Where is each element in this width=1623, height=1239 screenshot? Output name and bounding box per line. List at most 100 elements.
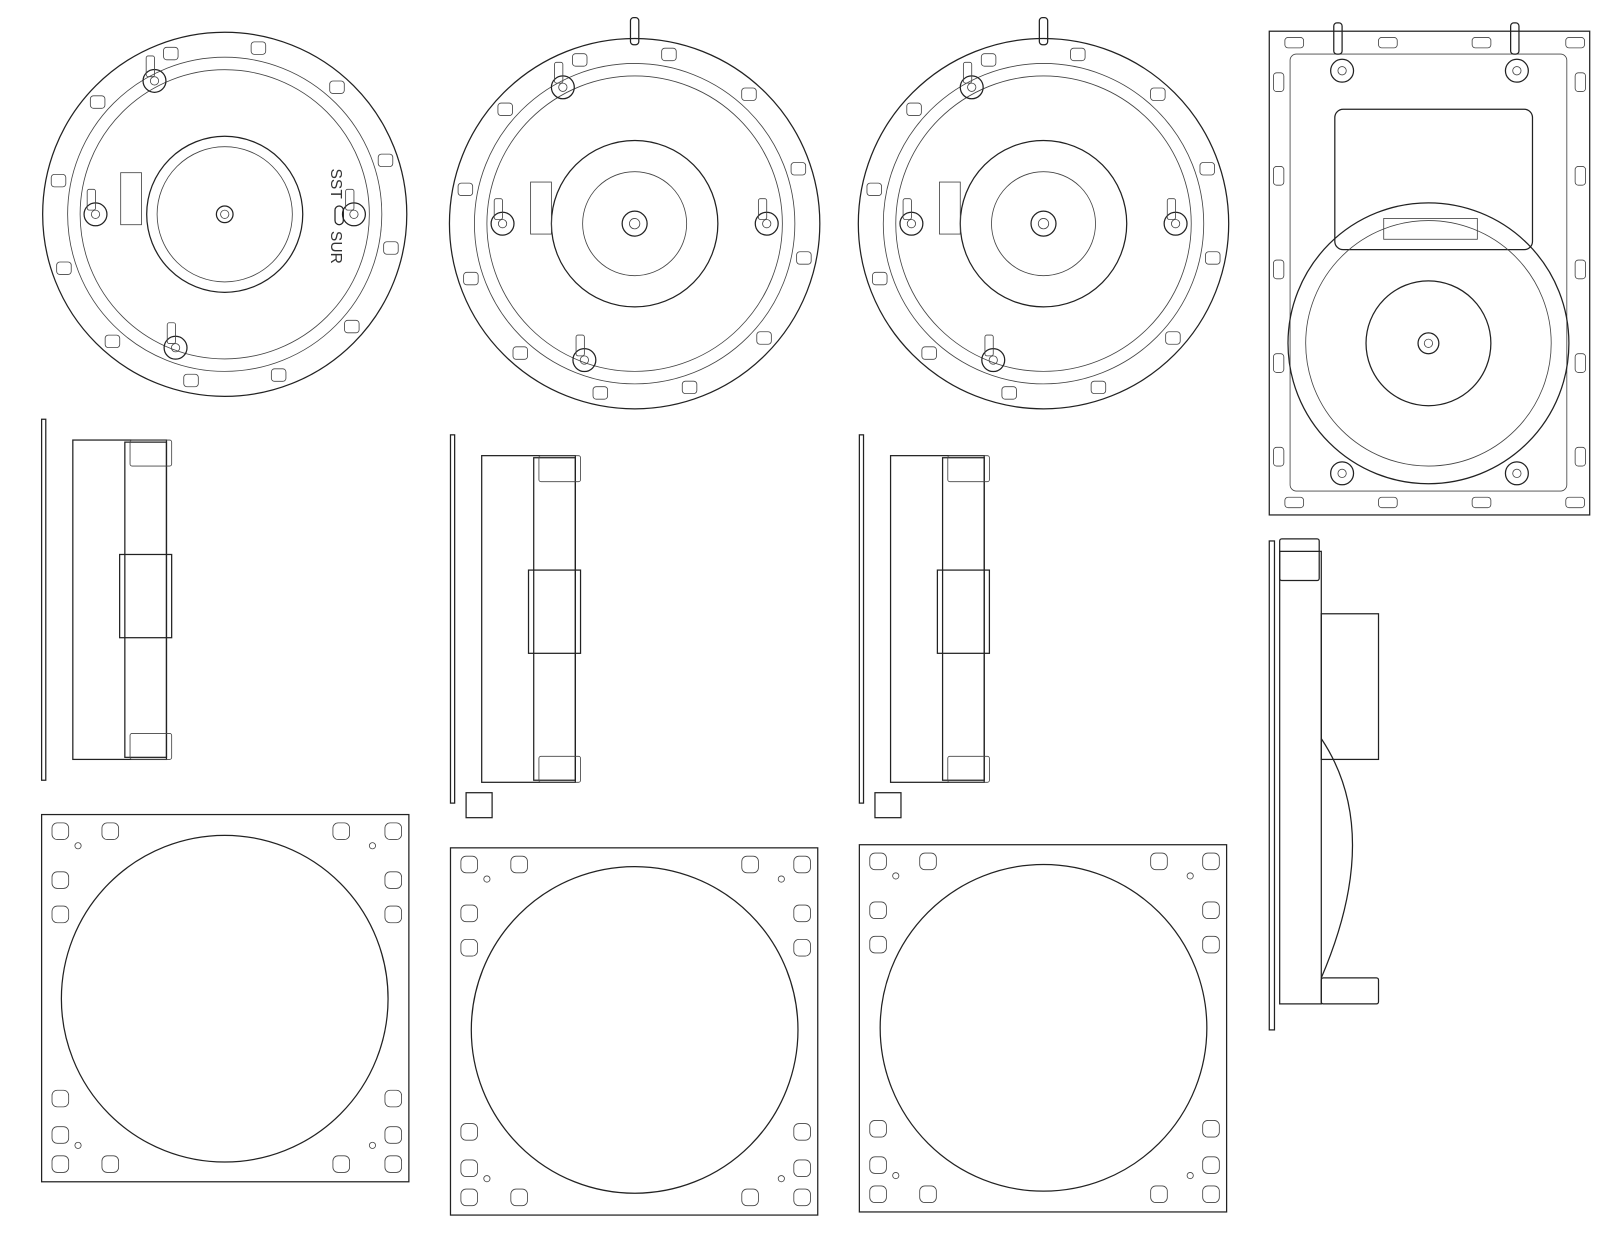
flange-slot — [1205, 251, 1221, 265]
driver-motor — [941, 457, 985, 781]
bracket-slot — [460, 855, 478, 874]
clamp-top — [1279, 538, 1320, 582]
bracket-slot — [384, 871, 403, 889]
bracket-slot — [460, 1188, 478, 1207]
side-views — [40, 418, 1380, 1031]
flange-slot — [104, 334, 121, 349]
flange-slot — [1471, 37, 1492, 49]
bracket-slot — [1202, 852, 1220, 871]
cone — [991, 171, 1096, 277]
flange-slot — [906, 102, 922, 116]
flange-edge — [858, 434, 865, 804]
clamp-screw — [1512, 66, 1522, 76]
center-pin — [629, 218, 641, 230]
flange-slot — [681, 380, 698, 395]
clamp-screw-boss — [1504, 58, 1529, 83]
clamp-top — [129, 439, 173, 467]
clamp-dog-ear — [572, 334, 597, 373]
label-plate — [1383, 218, 1478, 240]
flange-slot — [270, 368, 287, 382]
bracket-plate — [858, 844, 1228, 1213]
clamp-arm — [554, 61, 564, 84]
clamp-screw — [558, 82, 568, 92]
clamp-screw — [579, 355, 589, 365]
round-speaker-side-view-3 — [858, 434, 991, 819]
crossover-housing — [1320, 613, 1380, 761]
flange-slot — [1150, 87, 1166, 101]
mounting-bracket-3 — [858, 844, 1228, 1213]
cone — [582, 171, 688, 277]
flange-slot — [1284, 496, 1305, 509]
flange-slot — [1574, 259, 1586, 280]
bracket-slot — [384, 1126, 403, 1144]
bracket-slot — [793, 1159, 811, 1177]
mounting-bracket-2 — [449, 847, 819, 1216]
bracket-slot — [869, 1156, 887, 1174]
clamp-bottom — [538, 755, 581, 783]
flange-slot — [1574, 72, 1586, 92]
flange-edge — [1268, 540, 1276, 1031]
bracket-slot — [101, 822, 120, 840]
bracket-slot — [919, 1185, 937, 1204]
clamp-screw — [988, 355, 998, 365]
clamp-foot — [874, 792, 902, 819]
clamp-top — [947, 455, 990, 483]
clamp-top — [538, 455, 581, 483]
bracket-hole — [483, 875, 491, 883]
clamp-arm — [145, 55, 155, 78]
flange-slot — [250, 41, 267, 55]
tweeter-dome — [1030, 210, 1057, 237]
bracket-hole — [74, 1141, 82, 1149]
bracket-slot — [793, 938, 811, 957]
bracket-slot — [869, 935, 887, 954]
flange-slot — [329, 80, 345, 94]
clamp-tab-top — [629, 17, 640, 46]
bracket-slot — [869, 1119, 887, 1138]
label-plate — [530, 181, 552, 235]
clamp-dog-ear — [83, 188, 108, 227]
bracket-hole — [483, 1175, 491, 1183]
bracket-slot — [1150, 852, 1168, 871]
bracket-slot — [460, 904, 478, 923]
flange-edge — [40, 418, 47, 781]
flange-slot — [741, 87, 757, 101]
cone — [156, 146, 293, 283]
clamp-screw — [1337, 66, 1347, 76]
flange-slot — [1378, 496, 1398, 509]
flange-slot — [796, 251, 812, 265]
bracket-hole — [777, 875, 785, 883]
flange-slot — [50, 173, 67, 188]
round-speaker-side-view-2 — [449, 434, 582, 819]
clamp-screw — [170, 343, 181, 353]
center-pin — [220, 209, 230, 219]
bracket-hole — [1186, 1172, 1194, 1180]
mounting-brackets — [40, 813, 1228, 1216]
flange-slot — [661, 47, 677, 62]
clamp-arm — [1166, 198, 1177, 220]
clamp-screw — [90, 209, 101, 219]
clamp-screw — [967, 82, 977, 92]
clamp-screw-boss — [1330, 58, 1355, 83]
bracket-plate — [40, 813, 410, 1183]
outer-flange — [857, 37, 1230, 410]
cutout-circle — [60, 834, 389, 1163]
clamp-screw — [349, 209, 359, 219]
inner-frame — [1289, 53, 1568, 492]
clamp-dog-ear — [981, 334, 1006, 373]
flange-slot — [1273, 446, 1285, 467]
flange-slot — [1199, 162, 1215, 176]
magnet-assembly — [119, 553, 173, 639]
clamp-dog-ear — [1163, 198, 1188, 236]
outer-flange — [1268, 30, 1591, 516]
bracket-slot — [384, 822, 403, 840]
flange-slot — [457, 182, 474, 197]
flange-slot — [183, 373, 199, 388]
bracket-slot — [332, 822, 350, 840]
clamp-arm — [757, 198, 768, 220]
flange-slot — [1090, 380, 1107, 395]
flange-slot — [163, 46, 179, 61]
bracket-hole — [892, 1172, 900, 1180]
clamp-dog-ear — [163, 322, 188, 360]
bracket-slot — [510, 1188, 528, 1207]
